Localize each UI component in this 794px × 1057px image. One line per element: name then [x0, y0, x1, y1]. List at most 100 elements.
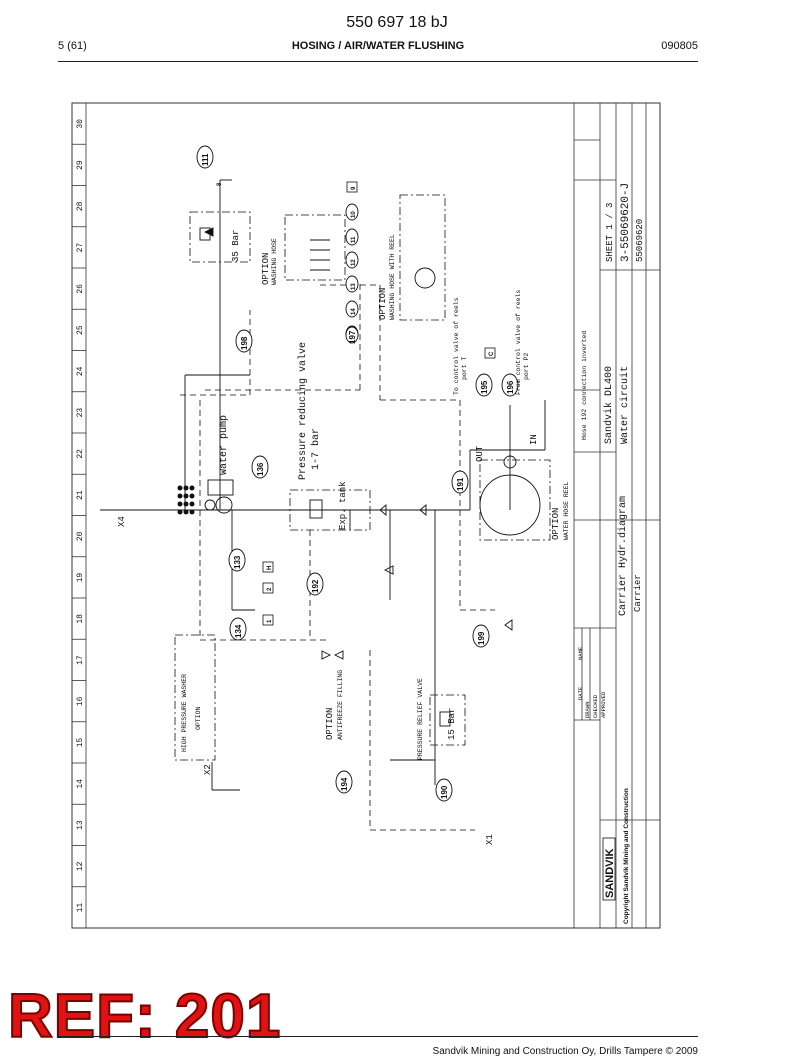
label-from-control: From control valve of reels [515, 290, 522, 395]
header-rule [58, 61, 698, 62]
circuit-name: Water circuit [619, 366, 631, 444]
grid-number: 11 [76, 903, 85, 913]
name-column: NAME [577, 646, 584, 660]
page-number: 5 (61) [58, 40, 87, 52]
drawn-row: DRAWN [584, 701, 591, 718]
callout-bubble [451, 470, 469, 494]
sheet-number: SHEET 1 / 3 [605, 203, 615, 262]
pump-body [204, 499, 216, 511]
option-boxes [174, 194, 551, 761]
product-name: Sandvik DL400 [603, 366, 615, 444]
grid-number: 28 [76, 201, 85, 211]
drawing-id: 55069620 [635, 219, 645, 262]
label-water-pump: Water pump [219, 415, 230, 475]
pump-motor [215, 496, 233, 514]
drawing-number: 3-55069620-J [620, 183, 632, 262]
callout-label: 14 [351, 308, 357, 315]
callout-box [346, 181, 358, 193]
callout-label: 1 [267, 619, 273, 623]
callout-label: 196 [506, 380, 515, 394]
callout-label: 134 [234, 624, 243, 638]
callout-label: H [267, 566, 273, 570]
water-reel [479, 474, 541, 536]
callout-label: 192 [311, 579, 320, 593]
grid-number: 22 [76, 449, 85, 459]
callout-bubble [345, 300, 359, 318]
callout-bubble [345, 203, 359, 221]
label-prv: Pressure reducing valve [297, 342, 309, 480]
callout-bubble [306, 572, 324, 596]
grid-number: 19 [76, 573, 85, 583]
grid-number: 14 [76, 779, 85, 789]
relief-35-box [189, 211, 251, 263]
label-port-t: port T [461, 356, 468, 380]
washing-reel [414, 267, 436, 289]
grid-number: 26 [76, 284, 85, 294]
label-washing-hose: WASHING HOSE [271, 238, 278, 285]
callout-label: 190 [440, 785, 449, 799]
hose-reel-box [399, 194, 446, 321]
checked-row: CHECKED [592, 694, 599, 718]
grid-number: 23 [76, 408, 85, 418]
callout-label: 195 [480, 380, 489, 394]
dashed-lines [180, 280, 495, 831]
callout-label: 8 [217, 182, 223, 186]
callout-label: 13 [351, 283, 357, 290]
callout-bubble [501, 373, 519, 397]
company-logo: SANDVIK [604, 848, 616, 898]
grid-number: 18 [76, 614, 85, 624]
grid-number: 15 [76, 738, 85, 748]
washing-hose-box [284, 214, 346, 281]
callout-label: 136 [256, 462, 265, 476]
label-bar35: 35 Bar [231, 230, 241, 262]
label-bar15: 15 Bar [447, 708, 457, 740]
label-x4: X4 [117, 516, 127, 527]
footer-company: Sandvik Mining and Construction Oy, Dril… [432, 1046, 698, 1057]
callout-bubble [251, 455, 269, 479]
callout-label: 11 [351, 236, 357, 243]
title-block [573, 102, 661, 929]
callout-label: 198 [240, 336, 249, 350]
callout-label: 199 [477, 631, 486, 645]
callout-box [262, 561, 274, 573]
callout-label: 133 [233, 555, 242, 569]
callout-bubble [435, 778, 453, 802]
label-x1: X1 [485, 834, 495, 845]
callout-label: 10 [351, 211, 357, 218]
label-port-p2: port P2 [523, 353, 530, 380]
label-out: OUT [475, 445, 485, 462]
callout-label: 111 [201, 153, 210, 166]
label-option-antifreeze: OPTION [325, 708, 335, 740]
callout-label: 197 [348, 330, 357, 344]
callout-bubble [228, 548, 246, 572]
callout-box [262, 614, 274, 626]
drawing-frame [71, 102, 661, 929]
label-option-hpw: OPTION [195, 706, 202, 730]
grid-number: 13 [76, 820, 85, 830]
callout-label: 191 [456, 477, 465, 491]
drawing-title: Carrier Hydr.diagram [617, 496, 629, 616]
footer-rule [58, 1036, 698, 1037]
diagram-labels: Water pump Pressure reducing valve 1-7 b… [117, 230, 570, 845]
callout-label: 194 [340, 777, 349, 791]
callout-label: 9 [351, 186, 357, 190]
callout-bubble [345, 326, 359, 344]
callout-bubble [196, 145, 214, 169]
label-water-hose-reel: WATER HOSE REEL [563, 481, 570, 540]
label-washing-hose-reel: WASHING HOSE WITH REEL [389, 234, 396, 320]
callout-bubble [235, 329, 253, 353]
solid-lines [100, 179, 546, 791]
drawing-subtitle: Carrier [633, 574, 643, 612]
label-x2: X2 [203, 764, 213, 775]
copyright-text: Copyright Sandvik Mining and Constructio… [623, 788, 630, 924]
hpw-box [174, 634, 216, 761]
relief-15-box [429, 694, 466, 746]
grid-number: 24 [76, 366, 85, 376]
label-pressure-relief: PRESSURE RELIEF VALVE [417, 678, 424, 760]
doc-date: 090805 [661, 40, 698, 52]
callout-bubble [345, 275, 359, 293]
callout-bubble [345, 251, 359, 269]
